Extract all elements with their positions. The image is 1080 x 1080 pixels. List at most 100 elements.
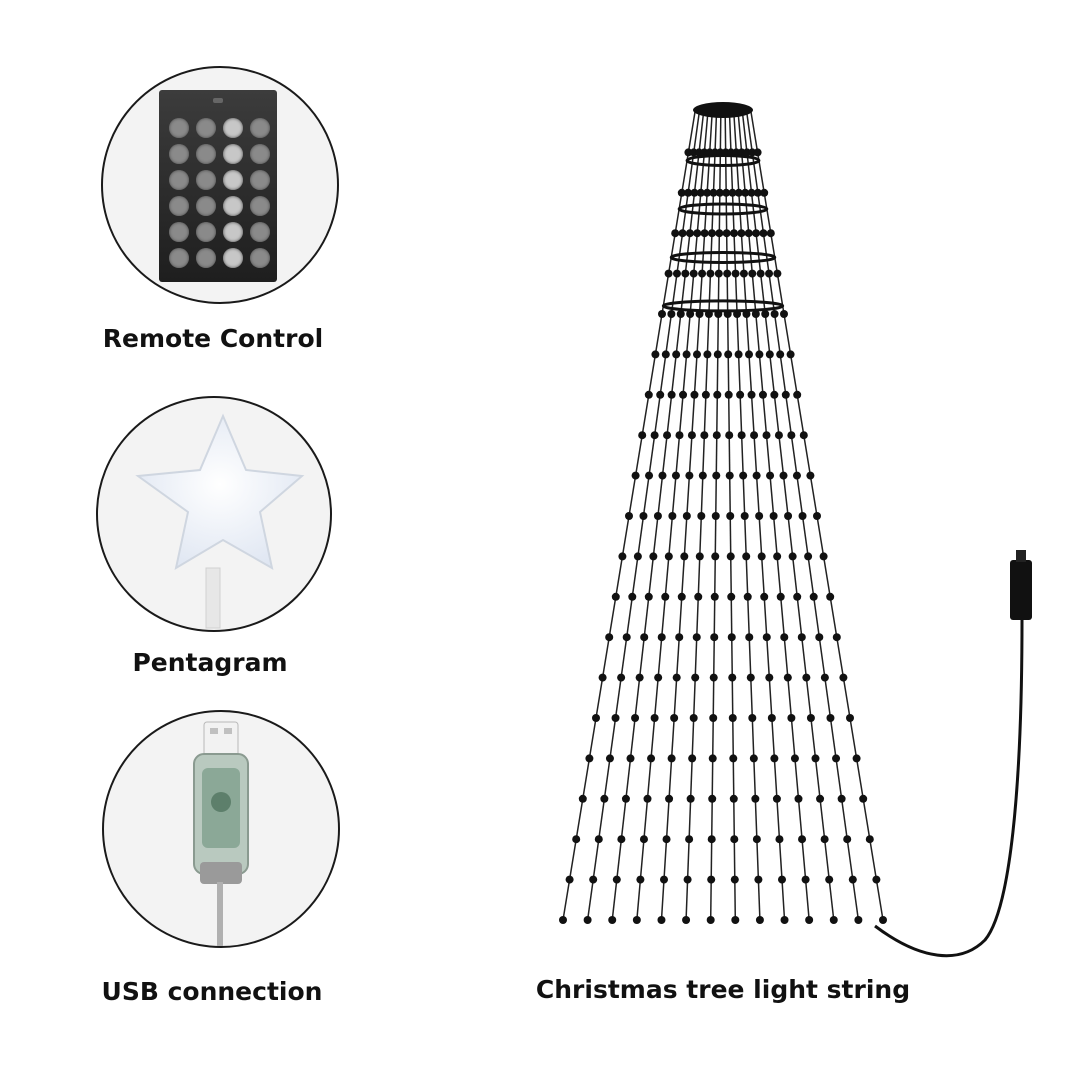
light-bead (765, 673, 774, 682)
remote-button (223, 170, 243, 190)
light-bead (698, 471, 707, 480)
light-bead (736, 390, 745, 399)
light-bead (643, 794, 652, 803)
light-bead (787, 431, 796, 440)
light-bead (755, 512, 764, 520)
light-bead (798, 835, 807, 844)
light-bead (686, 310, 695, 318)
light-bead (725, 431, 734, 440)
light-bead (650, 431, 659, 440)
light-bead (755, 350, 764, 359)
remote-button (250, 170, 270, 190)
light-bead (589, 875, 598, 884)
light-bead (751, 310, 760, 318)
light-bead (657, 633, 666, 642)
light-bead (685, 835, 694, 844)
light-bead (776, 592, 785, 601)
light-bead (730, 875, 739, 884)
light-bead (679, 390, 688, 399)
light-bead (825, 875, 834, 884)
light-bead (711, 512, 720, 520)
light-bead (688, 754, 697, 763)
remote-button (223, 196, 243, 216)
light-bead (631, 714, 640, 722)
light-bead (617, 835, 626, 844)
remote-button (196, 144, 216, 164)
light-bead (749, 754, 758, 763)
light-bead (663, 431, 672, 440)
tree-ring (677, 202, 769, 216)
remote-button (223, 248, 243, 268)
star-topper-icon (135, 413, 305, 629)
light-bead (605, 754, 614, 763)
light-bead (837, 794, 846, 803)
light-bead (625, 512, 633, 520)
remote-button (169, 118, 189, 138)
light-bead (793, 390, 802, 399)
light-bead (678, 229, 687, 238)
light-bead (806, 714, 815, 722)
remote-control-icon (159, 90, 277, 282)
light-bead (739, 471, 748, 480)
light-bead (710, 592, 719, 601)
light-bead (661, 350, 670, 359)
light-bead (797, 633, 806, 642)
light-bead (739, 269, 748, 278)
light-bead (748, 714, 757, 722)
light-bead (671, 471, 680, 480)
tree-light-string-icon (559, 102, 1032, 958)
light-bead (744, 229, 753, 238)
light-bead (583, 916, 592, 924)
light-bead (839, 673, 848, 682)
light-bead (697, 512, 706, 520)
light-bead (690, 390, 699, 399)
light-bead (667, 390, 676, 399)
light-bead (792, 471, 801, 480)
light-bead (724, 350, 733, 359)
remote-button (223, 118, 243, 138)
light-bead (815, 633, 824, 642)
light-bead (706, 916, 715, 924)
remote-button (169, 144, 189, 164)
light-bead (760, 592, 769, 601)
light-bead (872, 875, 881, 884)
light-bead (766, 229, 775, 238)
light-bead (700, 229, 709, 238)
light-bead (651, 350, 660, 359)
light-bead (660, 875, 668, 884)
light-bead (728, 673, 737, 682)
light-bead (565, 875, 574, 884)
light-bead (759, 229, 768, 238)
usb-connection-image (102, 710, 340, 948)
light-bead (711, 552, 720, 561)
light-bead (793, 592, 802, 601)
light-bead (752, 835, 761, 844)
light-bead (741, 188, 750, 197)
light-bead (731, 269, 740, 278)
light-bead (628, 592, 637, 601)
light-bead (594, 835, 603, 844)
light-bead (737, 229, 746, 238)
light-bead (682, 916, 691, 924)
light-bead (698, 269, 707, 278)
light-bead (748, 269, 757, 278)
light-bead (696, 188, 705, 197)
light-bead (572, 835, 581, 844)
remote-button (169, 222, 189, 242)
light-bead (675, 431, 684, 440)
remote-button (196, 222, 216, 242)
light-bead (675, 633, 684, 642)
light-bead (672, 350, 681, 359)
light-bead (636, 875, 645, 884)
light-bead (772, 794, 781, 803)
light-bead (757, 552, 766, 561)
light-bead (617, 673, 626, 682)
light-bead (743, 592, 752, 601)
light-bead (758, 390, 767, 399)
light-bead (745, 633, 754, 642)
light-bead (692, 633, 701, 642)
light-bead (683, 875, 692, 884)
light-bead (672, 673, 681, 682)
light-bead (709, 714, 718, 722)
light-bead (649, 552, 658, 561)
